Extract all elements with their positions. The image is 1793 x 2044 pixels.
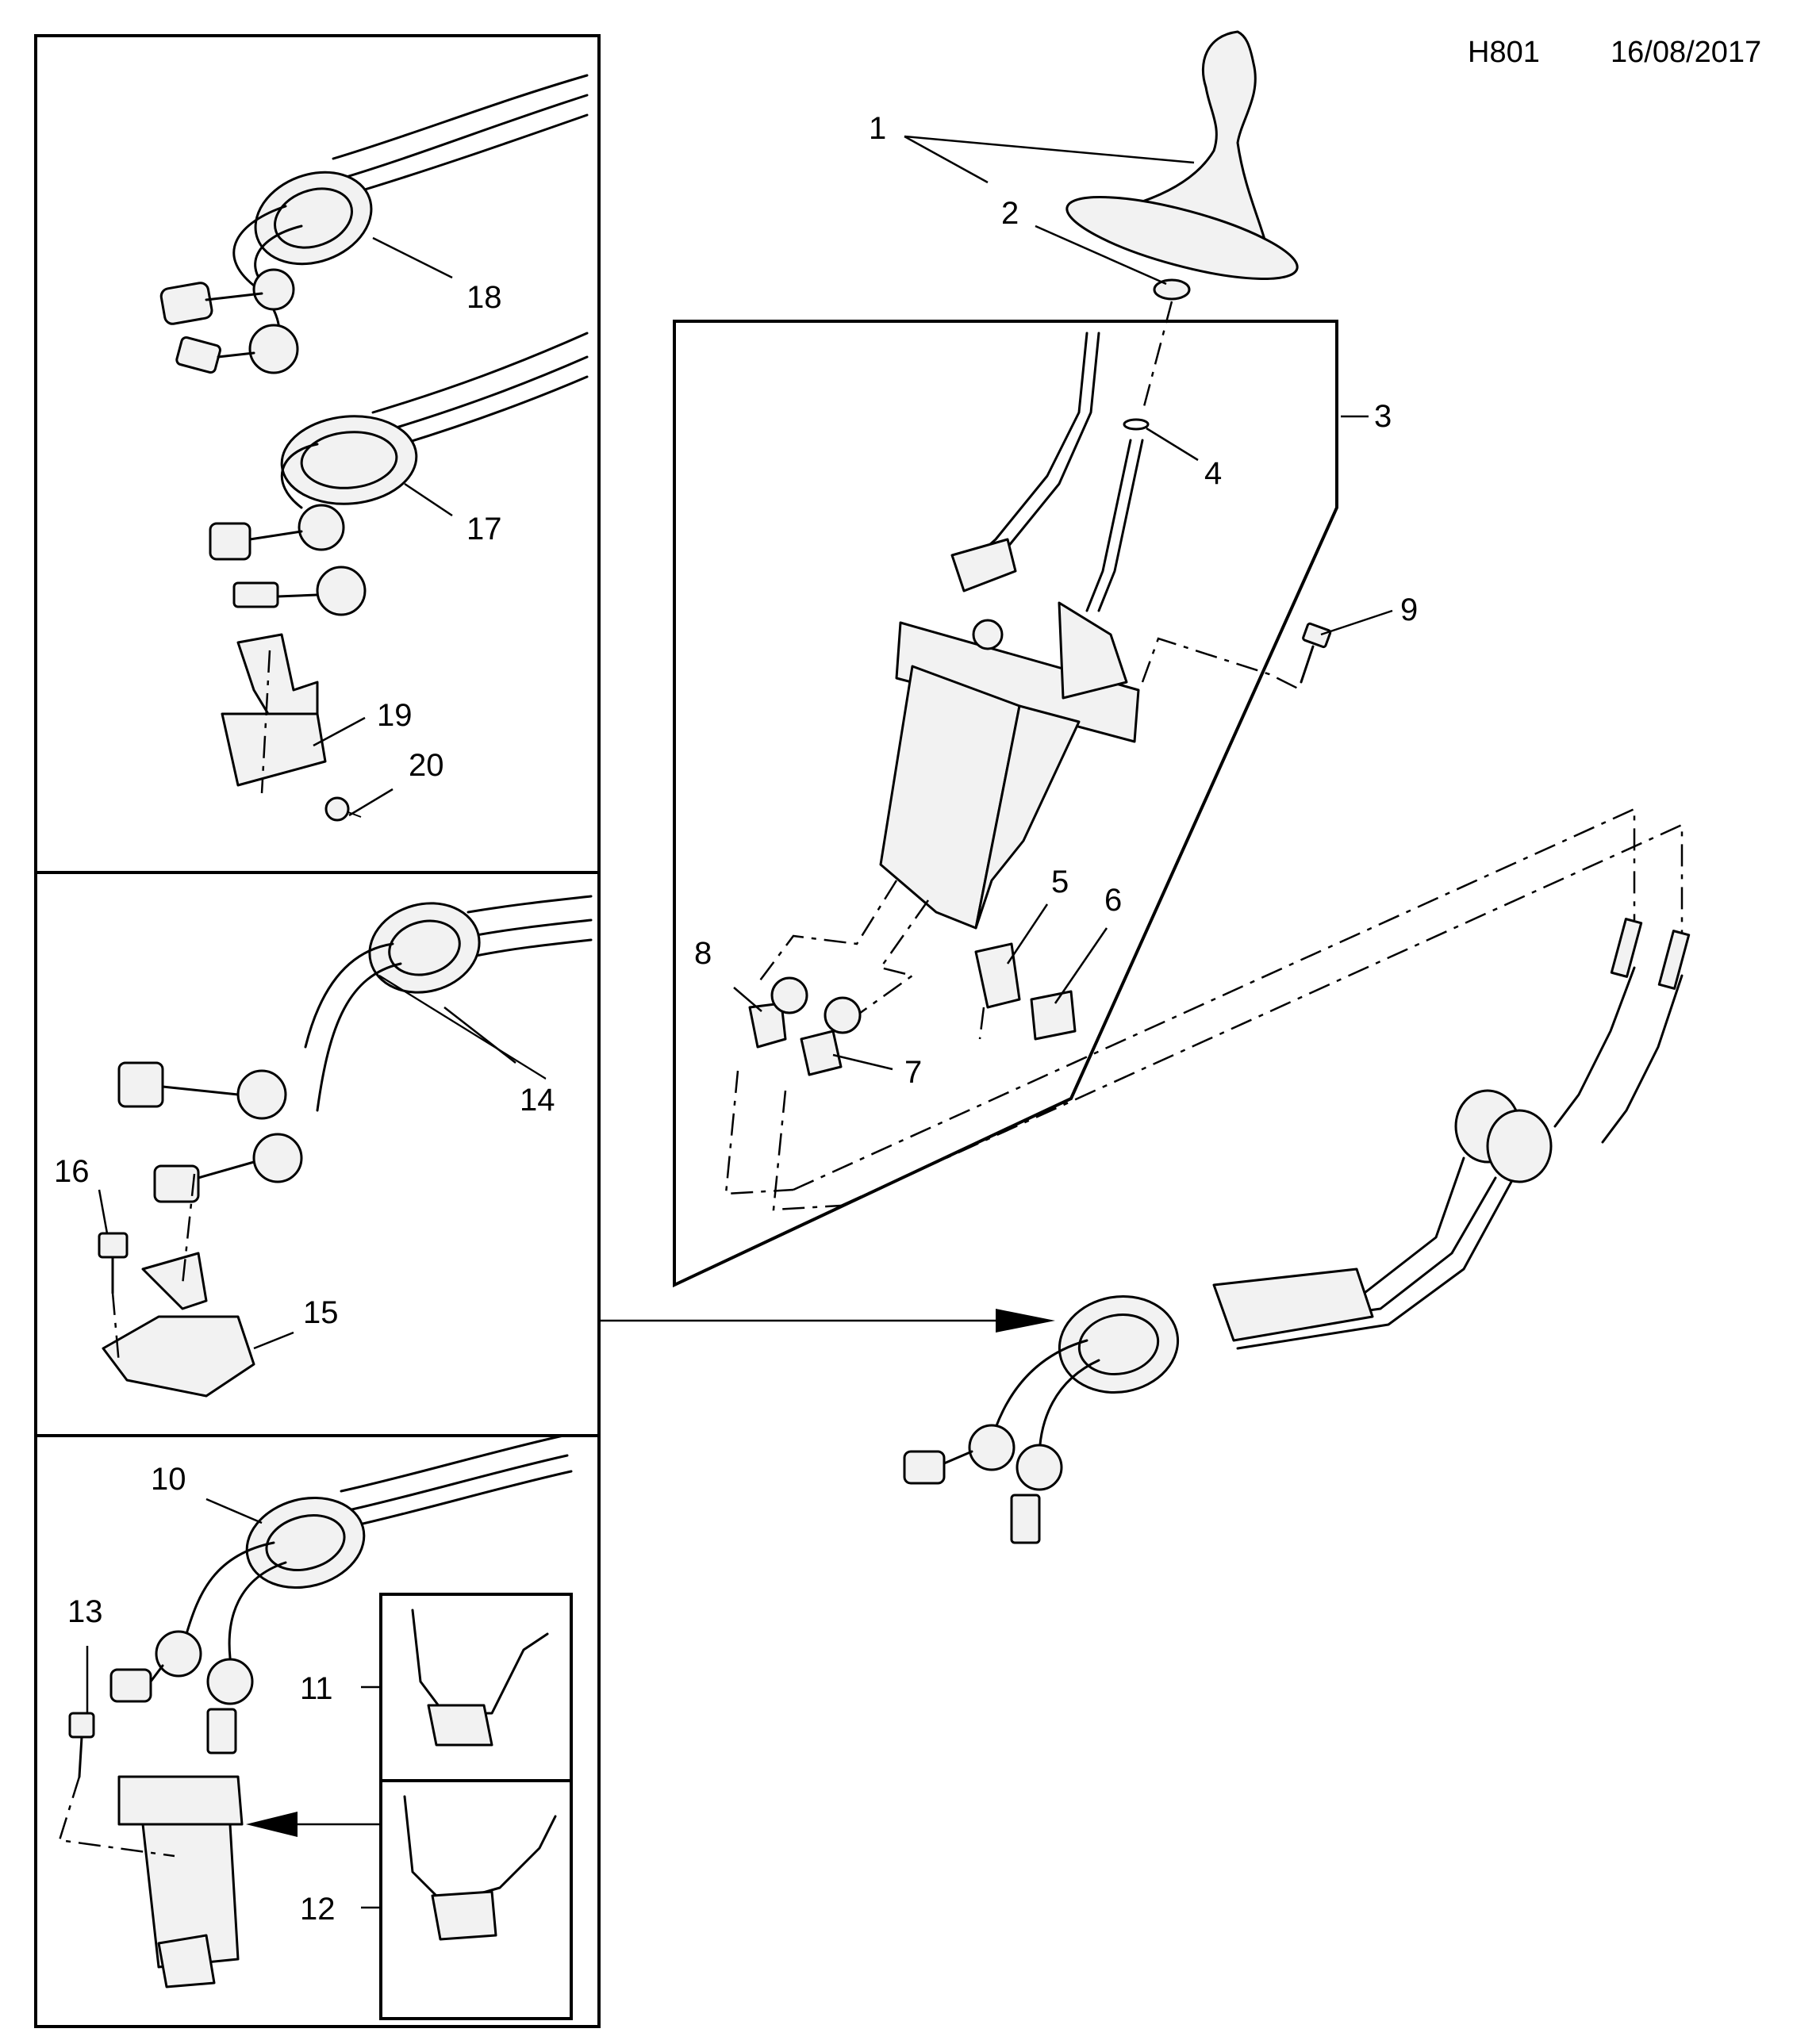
bolt-9 bbox=[1302, 622, 1332, 649]
main-grommet bbox=[1058, 1294, 1180, 1394]
connector-8 bbox=[748, 1002, 787, 1049]
callout-13: 13 bbox=[67, 1594, 103, 1629]
callout-20: 20 bbox=[409, 748, 444, 783]
callout-17: 17 bbox=[466, 512, 502, 546]
grommet-17 bbox=[280, 415, 418, 505]
ring-2 bbox=[1153, 278, 1191, 301]
diagram-code: H801 bbox=[1468, 36, 1540, 69]
left-inset-panels bbox=[34, 34, 601, 2028]
inset-panel-bottom bbox=[34, 1434, 601, 2028]
leader-lines bbox=[86, 135, 1393, 1909]
callout-18: 18 bbox=[466, 280, 502, 315]
callout-1: 1 bbox=[869, 111, 886, 146]
shifter-housing bbox=[879, 665, 1021, 930]
main-arrow-head bbox=[996, 1309, 1055, 1333]
callout-labels: 1 2 3 4 5 6 7 8 9 10 11 12 13 14 15 16 1… bbox=[54, 111, 1418, 1927]
bracket-15 bbox=[141, 1252, 208, 1310]
panel-middle-drawing bbox=[98, 895, 593, 1398]
callout-14: 14 bbox=[520, 1083, 555, 1118]
callout-4: 4 bbox=[1204, 456, 1222, 491]
nut-20 bbox=[324, 796, 350, 822]
callout-15: 15 bbox=[303, 1295, 339, 1330]
clip-4 bbox=[1123, 418, 1150, 431]
connector-7 bbox=[800, 1030, 843, 1076]
callout-6: 6 bbox=[1104, 883, 1122, 918]
bracket-6 bbox=[1030, 990, 1077, 1041]
grommet-14 bbox=[368, 902, 481, 994]
panel-bottom-drawing bbox=[58, 1434, 573, 2020]
panel-top-drawing bbox=[159, 74, 589, 822]
callout-11: 11 bbox=[300, 1671, 333, 1706]
callout-19: 19 bbox=[377, 698, 413, 733]
callout-8: 8 bbox=[694, 936, 712, 971]
shifter-base-plate bbox=[895, 621, 1140, 743]
diagram-date: 16/08/2017 bbox=[1611, 36, 1761, 69]
callout-10: 10 bbox=[151, 1462, 186, 1497]
bracket-12-assembly bbox=[117, 1775, 244, 1826]
callout-5: 5 bbox=[1051, 865, 1069, 899]
bracket-19 bbox=[236, 633, 319, 731]
callout-16: 16 bbox=[54, 1154, 90, 1189]
bolt-13 bbox=[68, 1712, 95, 1739]
bolt-16 bbox=[98, 1232, 129, 1259]
callout-12: 12 bbox=[300, 1892, 336, 1927]
switch-5 bbox=[974, 942, 1021, 1009]
grommet-10 bbox=[245, 1496, 366, 1590]
grommet-18 bbox=[254, 171, 373, 266]
main-assembly bbox=[599, 30, 1691, 1544]
detail-box-11 bbox=[379, 1593, 573, 1782]
callout-3: 3 bbox=[1374, 399, 1392, 434]
cable-adjuster-right bbox=[1486, 1109, 1553, 1183]
callout-7: 7 bbox=[904, 1055, 922, 1090]
callout-2: 2 bbox=[1001, 196, 1019, 231]
callout-9: 9 bbox=[1400, 592, 1418, 627]
detail-box-12 bbox=[379, 1779, 573, 2020]
detail-arrow-head bbox=[246, 1812, 298, 1837]
shifter-assembly-outline bbox=[673, 320, 1338, 1288]
